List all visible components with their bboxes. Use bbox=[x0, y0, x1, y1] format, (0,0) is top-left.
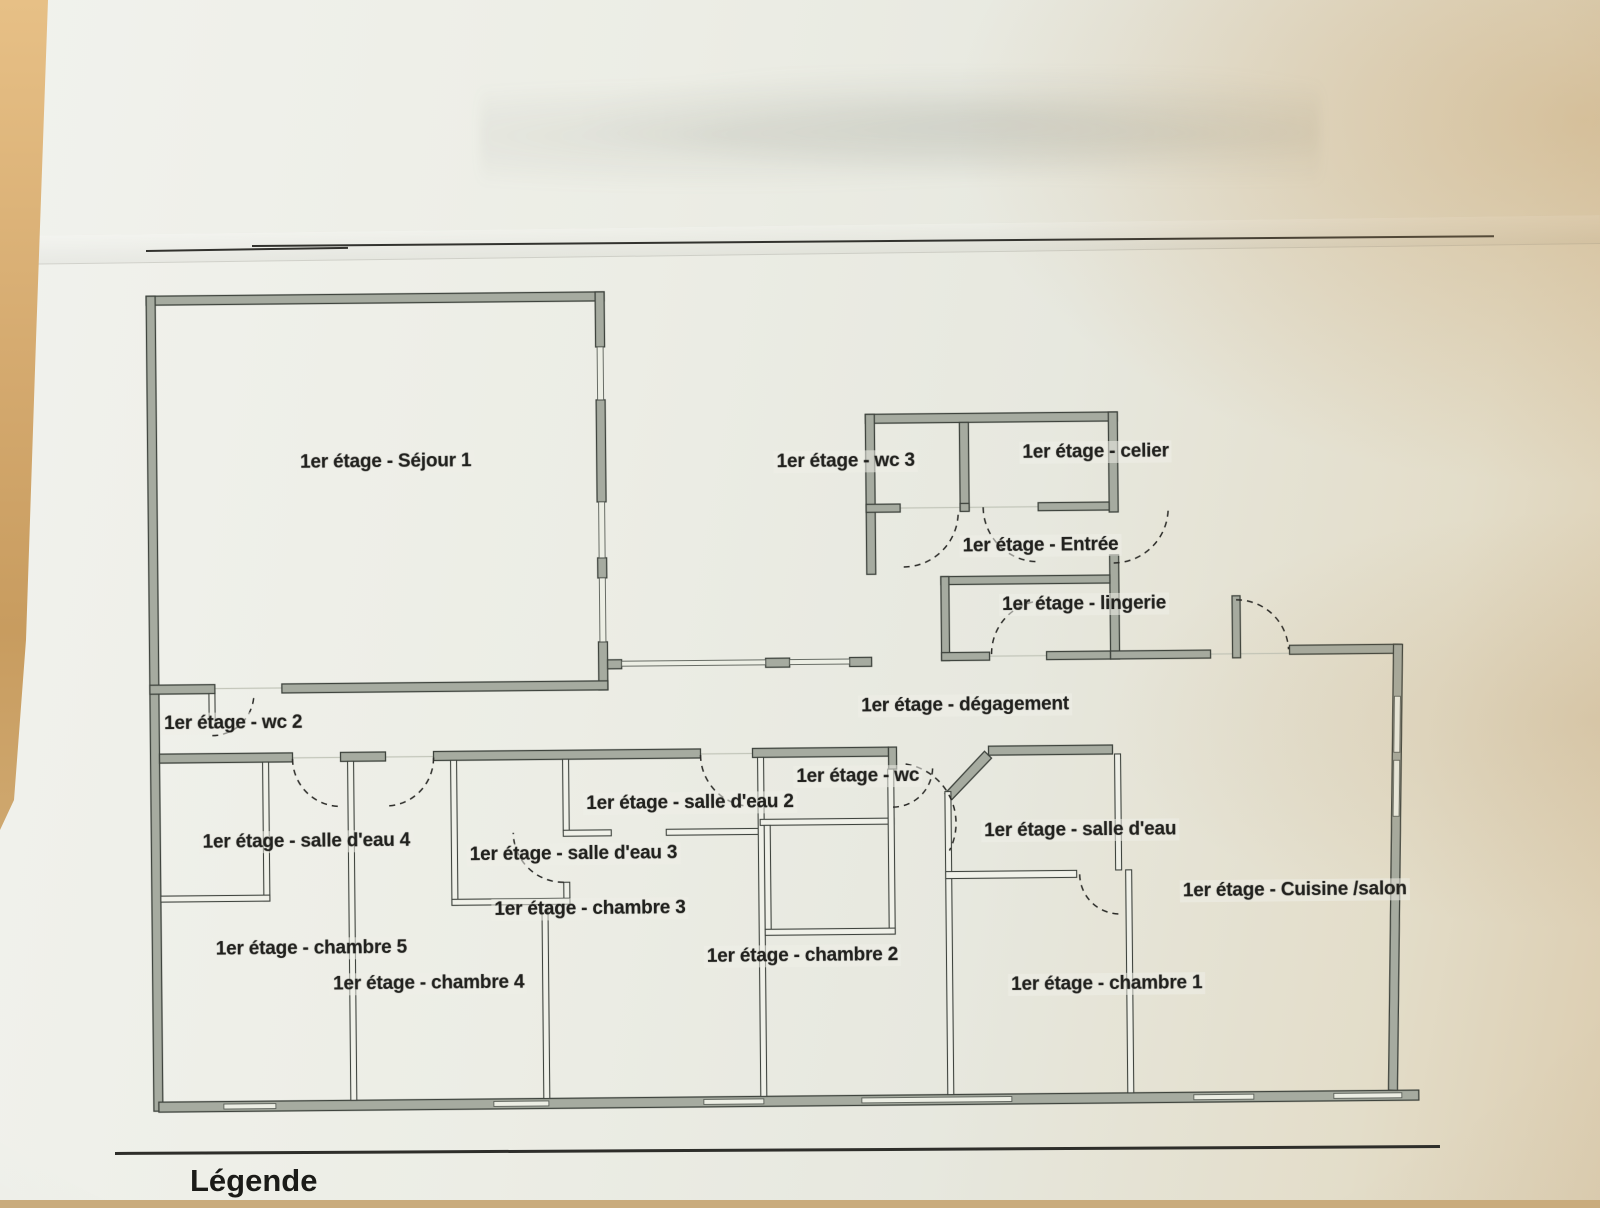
room-label-chambre-2: 1er étage - chambre 2 bbox=[704, 944, 901, 968]
threshold-lines bbox=[213, 504, 1290, 758]
room-label-salle-eau-2: 1er étage - salle d'eau 2 bbox=[583, 791, 797, 815]
room-label-salle-eau: 1er étage - salle d'eau bbox=[981, 818, 1179, 842]
room-label-chambre-1: 1er étage - chambre 1 bbox=[1008, 972, 1205, 996]
room-label-salle-eau-4: 1er étage - salle d'eau 4 bbox=[199, 830, 413, 854]
room-label-sejour-1: 1er étage - Séjour 1 bbox=[297, 450, 474, 474]
legend-title: Légende bbox=[190, 1163, 317, 1199]
room-label-chambre-3: 1er étage - chambre 3 bbox=[491, 897, 688, 921]
room-label-chambre-4: 1er étage - chambre 4 bbox=[330, 972, 527, 996]
room-label-entree: 1er étage - Entrée bbox=[959, 534, 1121, 558]
room-label-cuisine-salon: 1er étage - Cuisine /salon bbox=[1180, 878, 1410, 902]
partition-walls bbox=[159, 685, 1134, 1102]
door-arcs bbox=[210, 504, 1291, 922]
room-label-degagement: 1er étage - dégagement bbox=[858, 693, 1072, 717]
room-label-chambre-5: 1er étage - chambre 5 bbox=[213, 937, 410, 961]
room-label-wc-3: 1er étage - wc 3 bbox=[773, 450, 918, 473]
room-label-wc: 1er étage - wc bbox=[793, 765, 922, 788]
room-label-wc-2: 1er étage - wc 2 bbox=[161, 712, 306, 735]
room-label-celier: 1er étage - celier bbox=[1019, 440, 1172, 463]
room-label-salle-eau-3: 1er étage - salle d'eau 3 bbox=[467, 842, 681, 866]
room-label-lingerie: 1er étage - lingerie bbox=[999, 592, 1169, 616]
